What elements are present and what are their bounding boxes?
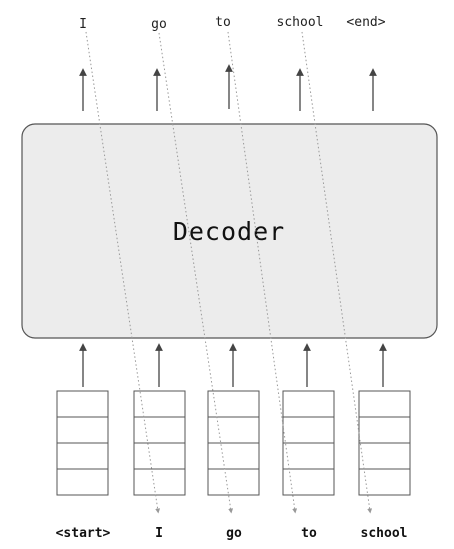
input-token-3: go xyxy=(226,526,242,541)
vector-cell xyxy=(133,442,186,470)
vector-cell xyxy=(358,468,411,496)
embedding-vector-3 xyxy=(207,390,260,496)
input-tokens: <start> I go to school xyxy=(56,526,408,541)
embedding-vector-5 xyxy=(358,390,411,496)
output-token-1: I xyxy=(79,17,87,32)
vector-cell xyxy=(133,390,186,418)
output-tokens: I go to school <end> xyxy=(79,15,386,32)
embedding-vector-4 xyxy=(282,390,335,496)
vector-cell xyxy=(207,442,260,470)
vector-cell xyxy=(207,468,260,496)
shift-lines xyxy=(85,31,373,514)
vector-cell xyxy=(133,416,186,444)
vector-cell xyxy=(282,442,335,470)
input-token-5: school xyxy=(361,526,408,541)
input-token-4: to xyxy=(301,526,317,541)
vector-cell xyxy=(282,468,335,496)
input-arrows xyxy=(79,343,387,387)
shift-line-4 xyxy=(301,31,373,514)
vector-cell xyxy=(56,468,109,496)
vector-cell xyxy=(133,468,186,496)
decoder-box xyxy=(21,123,438,339)
output-token-2: go xyxy=(151,17,167,32)
output-token-4: school xyxy=(277,15,324,30)
shift-line-2 xyxy=(158,32,234,514)
output-token-3: to xyxy=(215,15,231,30)
vector-cell xyxy=(207,416,260,444)
vector-cell xyxy=(56,442,109,470)
vector-cell xyxy=(282,390,335,418)
output-arrows xyxy=(79,64,377,111)
vector-cell xyxy=(282,416,335,444)
vector-cell xyxy=(56,416,109,444)
shift-line-1 xyxy=(85,31,161,514)
shift-line-3 xyxy=(227,31,298,514)
input-token-1: <start> xyxy=(56,526,111,541)
output-token-5: <end> xyxy=(346,15,385,30)
embedding-vector-1 xyxy=(56,390,109,496)
decoder-label: Decoder xyxy=(173,217,285,246)
vector-cell xyxy=(358,442,411,470)
vector-cell xyxy=(56,390,109,418)
input-token-2: I xyxy=(155,526,163,541)
embedding-vector-2 xyxy=(133,390,186,496)
vector-cell xyxy=(358,390,411,418)
vector-cell xyxy=(207,390,260,418)
vector-cell xyxy=(358,416,411,444)
